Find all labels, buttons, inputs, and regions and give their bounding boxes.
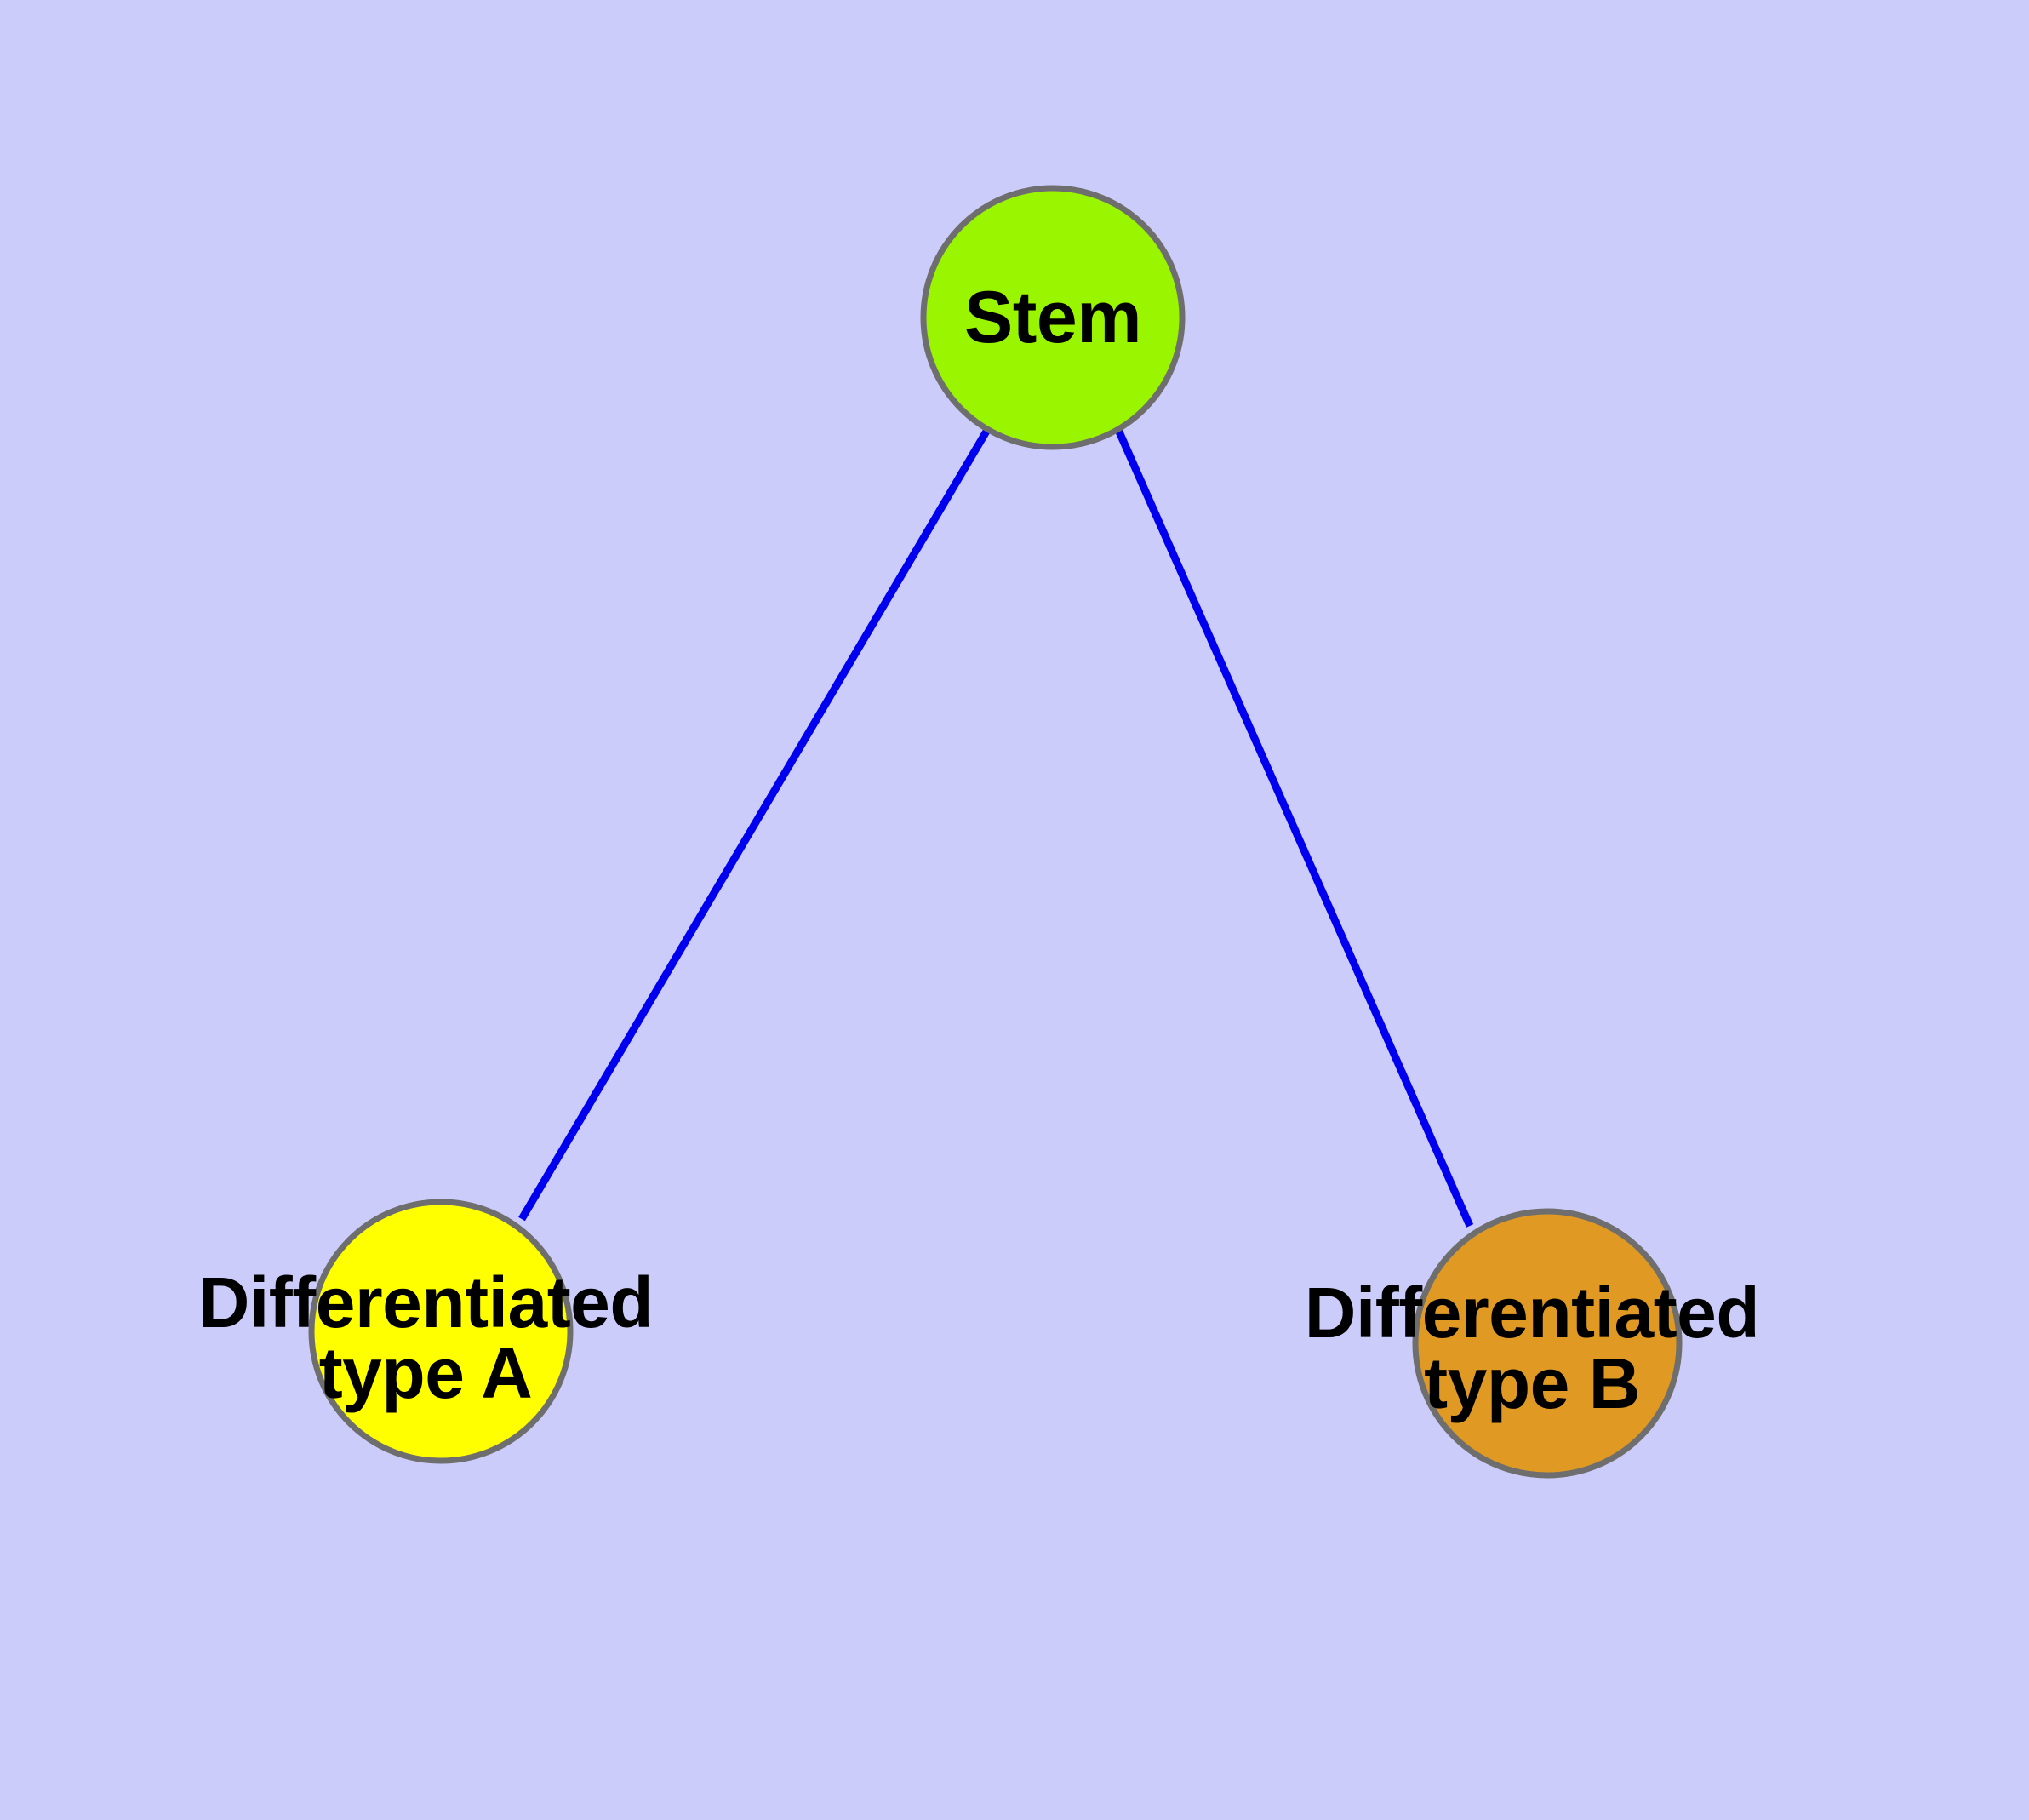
- node-stem[interactable]: [920, 185, 1186, 450]
- node-differentiated-type-b[interactable]: [1412, 1208, 1683, 1479]
- edge-stem-to-diff-a[interactable]: [518, 427, 991, 1222]
- node-layer: [308, 185, 1683, 1479]
- node-differentiated-type-a[interactable]: [308, 1199, 574, 1464]
- edge-stem-to-diff-b[interactable]: [1114, 428, 1474, 1228]
- edge-layer: [518, 427, 1474, 1228]
